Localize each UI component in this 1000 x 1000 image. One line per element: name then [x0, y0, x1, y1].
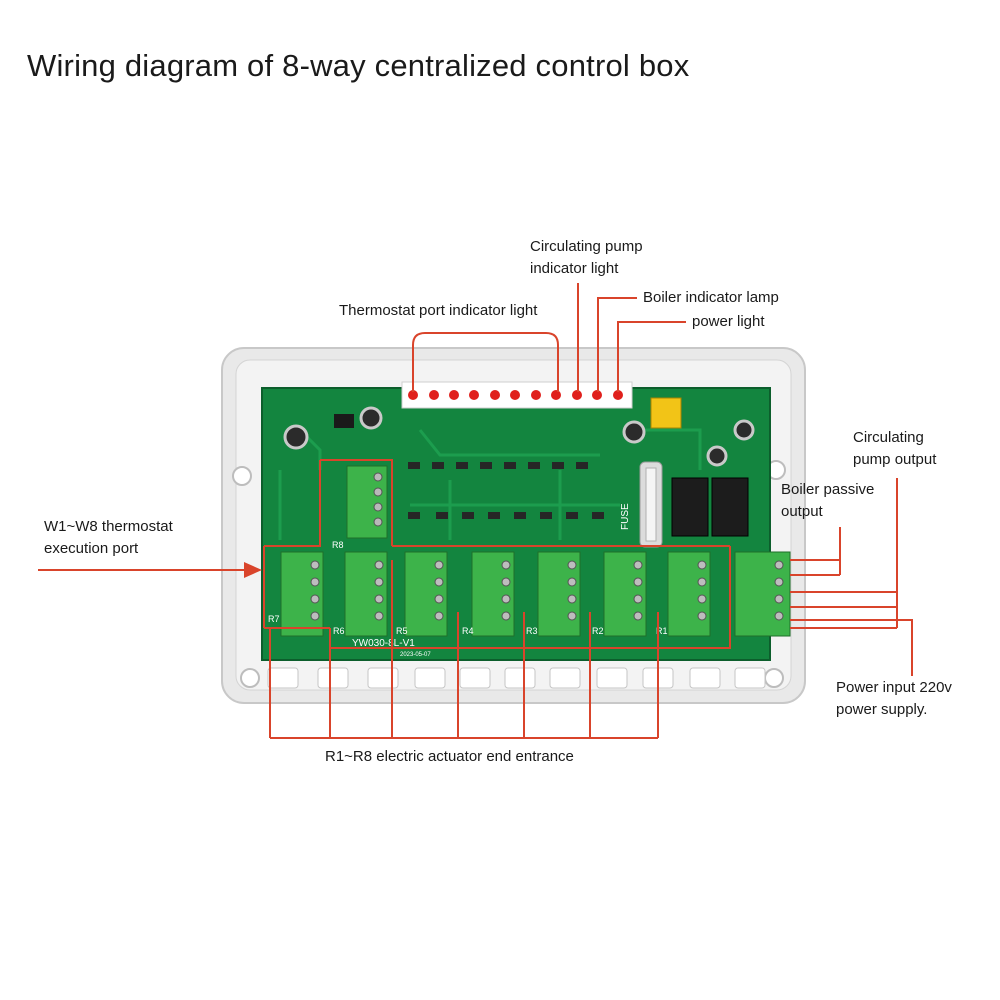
- svg-text:FUSE: FUSE: [620, 503, 631, 530]
- screw-hole-bottom-right: [764, 668, 784, 688]
- label-boiler-passive-output: Boiler passive output: [781, 481, 875, 520]
- power-module: [650, 397, 682, 429]
- thermostat-arrow-head: [244, 562, 262, 578]
- svg-text:R8: R8: [332, 540, 344, 550]
- terminal-block-thermostat-input: [346, 465, 388, 539]
- label-boiler-indicator-lamp: Boiler indicator lamp: [643, 289, 779, 306]
- board-date: 2023-05-07: [400, 652, 431, 658]
- relays: [671, 477, 749, 537]
- svg-text:R5: R5: [396, 626, 408, 636]
- led-indicator-strip: [401, 381, 633, 409]
- label-circulating-pump-indicator: Circulating pump indicator light: [530, 238, 643, 277]
- label-thermostat-execution-port: W1~W8 thermostat execution port: [44, 518, 173, 557]
- screw-hole-top-left: [232, 466, 252, 486]
- label-power-light: power light: [692, 313, 765, 330]
- svg-text:R3: R3: [526, 626, 538, 636]
- svg-text:R6: R6: [333, 626, 345, 636]
- svg-text:R2: R2: [592, 626, 604, 636]
- label-circulating-pump-output: Circulating pump output: [853, 429, 937, 468]
- svg-text:R4: R4: [462, 626, 474, 636]
- label-power-input: Power input 220v power supply.: [836, 679, 952, 718]
- svg-text:R1: R1: [656, 626, 668, 636]
- board-model: YW030-8L-V1: [352, 638, 415, 649]
- cable-knockouts: [267, 667, 766, 689]
- label-thermostat-port-indicator: Thermostat port indicator light: [339, 302, 538, 319]
- svg-text:R7: R7: [268, 614, 280, 624]
- annotation-lines: [38, 283, 913, 739]
- capacitors: [283, 406, 755, 467]
- terminal-blocks: R8 R6 R5 R4 R3 R2 R1 R7: [268, 465, 791, 637]
- label-actuator-entrance: R1~R8 electric actuator end entrance: [325, 748, 574, 765]
- page-title: Wiring diagram of 8-way centralized cont…: [27, 48, 690, 83]
- screw-hole-bottom-left: [240, 668, 260, 688]
